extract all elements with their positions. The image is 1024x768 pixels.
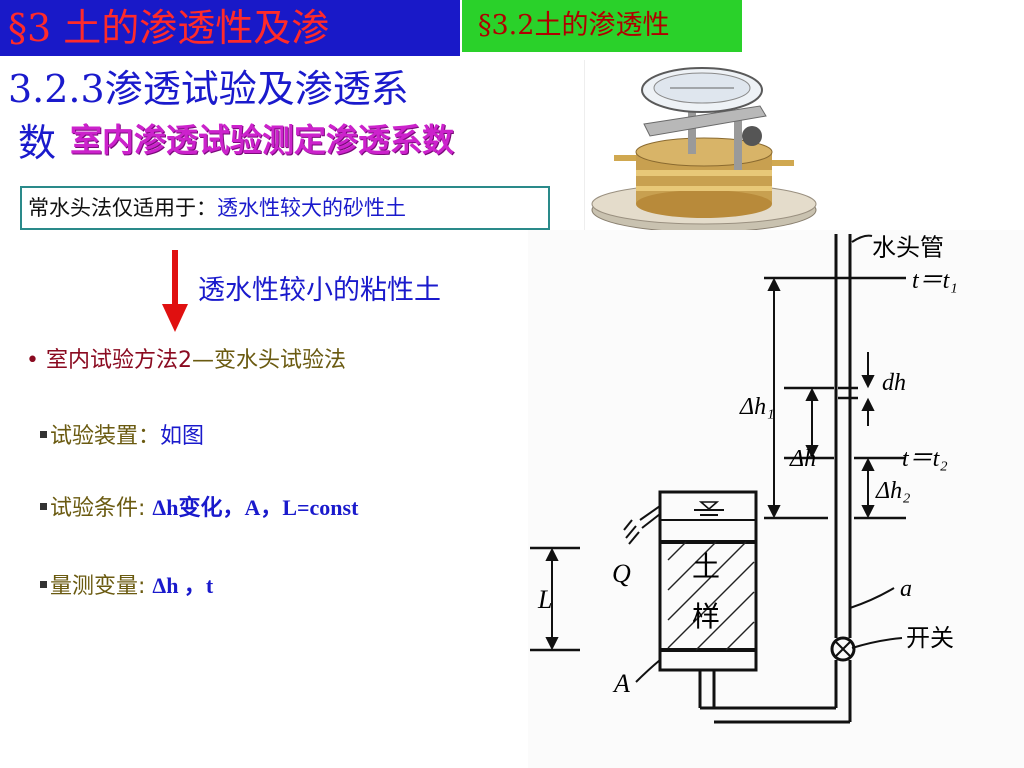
constant-head-value: 透水性较大的砂性土 xyxy=(217,196,406,220)
soil-label-1: 土 xyxy=(692,550,720,583)
item-label: 试验条件: xyxy=(50,496,153,521)
method-prefix: 室内试验方法2 xyxy=(45,348,192,373)
square-bullet-icon xyxy=(40,430,47,438)
list-item-measured: 量测变量: Δh ，t xyxy=(40,568,213,600)
constant-head-box: 常水头法仅适用于：透水性较大的砂性土 xyxy=(20,186,550,230)
soil-label-2: 样 xyxy=(692,600,720,633)
t2-label: t＝t₂ xyxy=(902,446,948,472)
delta-h-label: Δh xyxy=(789,446,816,472)
item-value-bold: Δh ，t xyxy=(152,573,214,598)
t1-label: t＝t₁ xyxy=(912,268,958,294)
chapter-title: §3 土的渗透性及渗 xyxy=(8,6,330,50)
constant-head-label: 常水头法仅适用于： xyxy=(28,196,217,220)
item-value: 如图 xyxy=(160,424,205,449)
item-value: 变化，A，L=const xyxy=(178,495,359,520)
clay-soil-text: 透水性较小的粘性土 xyxy=(198,275,441,306)
section-title: §3.2土的渗透性 xyxy=(478,10,670,41)
section-title-bar xyxy=(462,0,742,52)
subsection-title: 3.2.3渗透试验及渗透系 xyxy=(8,67,409,111)
variable-head-diagram: 水头管 t＝t₁ dh Δh₁ Δh t＝t₂ Δh₂ 土 样 Q L a 开关… xyxy=(528,230,1024,768)
permeameter-photo xyxy=(584,60,830,240)
area-label: A xyxy=(612,669,630,698)
square-bullet-icon xyxy=(40,580,47,588)
a-label: a xyxy=(900,576,912,602)
lab-test-heading: 室内渗透试验测定渗透系数 xyxy=(70,121,455,159)
l-label: L xyxy=(537,585,552,614)
method-name: 变水头试验法 xyxy=(213,348,346,373)
bullet-icon: • xyxy=(26,348,39,373)
down-arrow-icon xyxy=(162,250,188,332)
delta-h1-label: Δh₁ xyxy=(739,394,774,420)
list-item-conditions: 试验条件: Δh变化，A，L=const xyxy=(40,490,358,522)
dh-label: dh xyxy=(882,370,906,396)
chapter-title-bar xyxy=(0,0,460,56)
delta-h2-label: Δh₂ xyxy=(875,478,910,504)
standpipe-label: 水头管 xyxy=(872,234,944,262)
q-label: Q xyxy=(612,559,631,588)
item-value-bold: Δh xyxy=(152,495,179,520)
item-label: 试验装置： xyxy=(50,424,161,449)
list-item-apparatus: 试验装置：如图 xyxy=(40,418,204,450)
switch-label: 开关 xyxy=(906,624,954,652)
subsection-title-continued: 数 xyxy=(18,121,57,165)
method-dash: — xyxy=(191,348,214,373)
item-label: 量测变量: xyxy=(50,574,153,599)
method-bullet: • 室内试验方法2—变水头试验法 xyxy=(26,342,346,374)
square-bullet-icon xyxy=(40,502,47,510)
